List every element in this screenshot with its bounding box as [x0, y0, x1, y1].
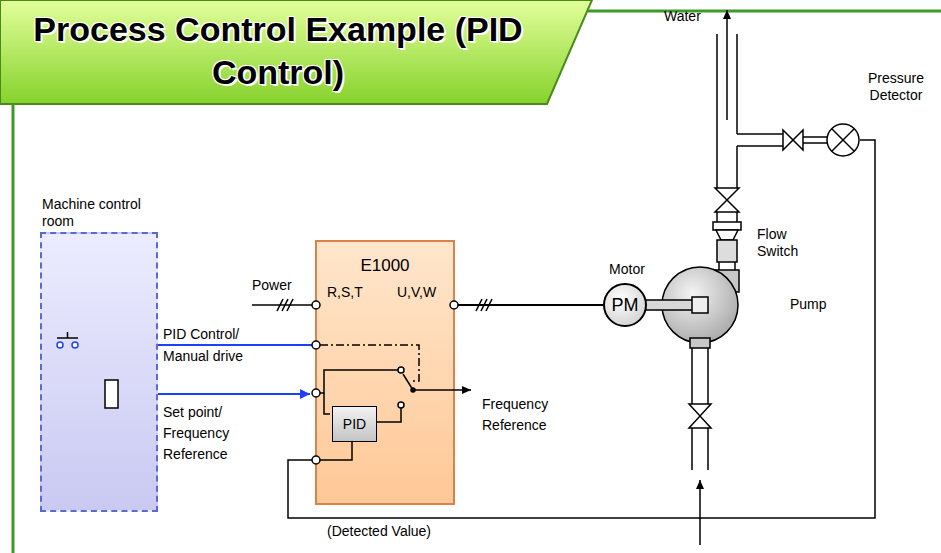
- inlet-arrow: [699, 480, 701, 545]
- node-label: PID: [333, 407, 376, 441]
- feedback-wire: [288, 140, 875, 518]
- node-heading: Motor: [587, 261, 667, 278]
- node-heading: Machine control room: [42, 196, 142, 230]
- control-room-symbols: [40, 232, 158, 512]
- terminal-label: Power: [252, 277, 312, 294]
- title-banner: [0, 0, 592, 104]
- outlet-valve: [715, 188, 739, 212]
- terminal-label: U,V,W: [397, 284, 447, 301]
- inlet-valve: [689, 404, 711, 428]
- signal-label: PID Control/ Manual drive: [163, 323, 267, 367]
- part-label: Pressure Detector: [856, 70, 936, 104]
- pump-symbol: [645, 267, 739, 348]
- frame-line: [12, 104, 15, 553]
- motor-circle: MotorPM: [603, 283, 647, 327]
- part-label: Flow Switch: [757, 226, 827, 260]
- signal-label: Set point/ Frequency Reference: [163, 402, 259, 465]
- power-wire: [252, 299, 314, 311]
- pressure-detector-symbol: [827, 124, 859, 156]
- frame-line: [588, 10, 941, 13]
- node-label: E1000: [317, 256, 453, 276]
- inverter-internals: [315, 240, 455, 505]
- water-arrow: [727, 10, 728, 120]
- flow-switch-symbol: [713, 222, 741, 262]
- part-label: Pump: [790, 296, 850, 313]
- detector-valve: [783, 130, 803, 150]
- inverter-box: E1000PID: [315, 240, 455, 505]
- signal-label: Frequency Reference: [482, 394, 578, 436]
- node-label: PM: [605, 285, 645, 325]
- signal-connector: [457, 304, 603, 306]
- flow-direction-label: Water: [664, 8, 716, 25]
- control-room-box: Machine control room: [40, 232, 158, 512]
- pid-block: PID: [332, 406, 377, 442]
- terminal-label: R,S,T: [327, 284, 377, 301]
- title-text: Process Control Example (PID Control): [28, 8, 528, 94]
- signal-label: (Detected Value): [327, 523, 487, 540]
- detector-branch: [737, 134, 827, 146]
